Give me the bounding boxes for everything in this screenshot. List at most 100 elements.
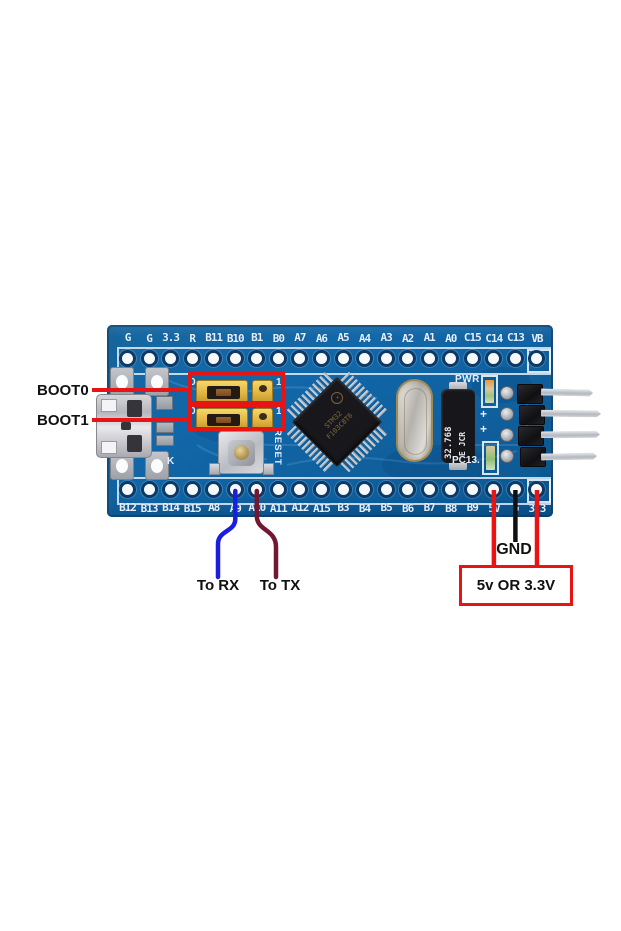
pin-hole-top-C13 (506, 350, 524, 367)
reset-button (218, 431, 264, 474)
pin-hole-top-A2 (399, 350, 417, 367)
pin-hole-bottom-B7 (420, 481, 438, 498)
pin-hole-bottom-B12 (119, 481, 136, 498)
pin-label-top-B1: B1 (251, 331, 263, 344)
pin-label-bottom-B6: B6 (402, 502, 414, 515)
pin-hole-bottom-G (506, 481, 524, 498)
boot1-jumper-0-label: 0 (190, 406, 196, 417)
pin-hole-bottom-B15 (183, 481, 201, 498)
power-choice-label: 5v OR 3.3V (476, 577, 556, 594)
pin-hole-bottom-A12 (291, 481, 309, 498)
swd-header-pad (500, 386, 514, 400)
gnd-label: GND (496, 541, 532, 558)
pin-hole-top-A4 (356, 350, 374, 367)
reset-button-leg (263, 463, 274, 475)
swd-header-housing (518, 426, 544, 446)
power-choice-box: 5v OR 3.3V (459, 565, 573, 606)
swd-header-pin (541, 410, 601, 418)
pin-label-bottom-B13: B13 (140, 502, 159, 515)
boot0-jumper-1-label: 1 (276, 377, 282, 388)
rtc-crystal-marking-1: 32.768 (444, 426, 454, 459)
pin-label-bottom-B5: B5 (380, 501, 392, 514)
rtc-crystal-tab (449, 382, 467, 391)
swd-header-pin (541, 453, 597, 461)
pin-hole-bottom-B13 (140, 481, 158, 498)
pin-hole-top-A3 (377, 350, 395, 367)
pin-label-top-A1: A1 (423, 331, 436, 344)
pin-hole-top-A7 (291, 350, 309, 367)
pin-hole-bottom-A11 (269, 481, 287, 498)
hse-crystal-8mhz (396, 379, 433, 462)
pin-hole-bottom-B9 (463, 481, 481, 498)
pin-hole-top-C14 (485, 350, 503, 367)
pin-hole-top-VB (528, 350, 546, 367)
silkscreen-k-label: K (167, 456, 175, 467)
pin-hole-bottom-B3 (334, 481, 352, 498)
micro-usb-connector (96, 394, 152, 458)
boot0-jumper-0-label: 0 (190, 377, 196, 388)
pin-hole-top-G (140, 350, 158, 367)
pin-hole-top-B11 (205, 350, 223, 367)
silkscreen-pwr-label: PWR (455, 374, 480, 385)
pin-label-bottom-A15: A15 (313, 502, 331, 515)
silkscreen-pc13-label: PC13. (452, 455, 480, 466)
boot1-highlight-box (188, 403, 285, 431)
pin-label-top-VB: VB (531, 332, 543, 345)
pin-label-bottom-B9: B9 (466, 501, 479, 514)
pin-hole-top-A5 (334, 350, 352, 367)
pin-label-top-3.3: 3.3 (162, 331, 180, 344)
pin-label-bottom-A12: A12 (291, 501, 309, 514)
rtc-crystal-32768 (441, 389, 475, 463)
pin-hole-bottom-B8 (442, 481, 460, 498)
pin-hole-top-B0 (269, 350, 287, 367)
rtc-crystal-tab (449, 461, 467, 470)
pin-label-top-A4: A4 (358, 332, 371, 345)
pin-label-top-R: R (189, 332, 196, 345)
pin-hole-bottom-B6 (399, 481, 417, 498)
pin-label-bottom-B14: B14 (162, 501, 180, 514)
pin-hole-bottom-A15 (312, 481, 330, 498)
pin-hole-bottom-B5 (377, 481, 395, 498)
boot0-highlight-box (188, 371, 285, 405)
pin-label-top-G: G (124, 331, 132, 344)
reset-button-leg (209, 463, 220, 475)
pin-hole-top-B1 (248, 350, 266, 367)
rtc-crystal-marking-2: E JCR (458, 431, 467, 456)
pin-label-top-A7: A7 (294, 331, 306, 344)
swd-header-pad (500, 428, 514, 442)
pin-hole-top-R (183, 350, 201, 367)
swd-header-pin (541, 388, 593, 396)
pin-label-bottom-B3: B3 (337, 501, 349, 514)
smd-pad (156, 396, 173, 410)
pin-label-top-G: G (146, 332, 153, 345)
pin-label-top-A2: A2 (402, 332, 414, 345)
boot1-jumper-block (196, 408, 248, 430)
pin-label-bottom-B4: B4 (358, 502, 371, 515)
pin-label-top-B0: B0 (272, 332, 285, 345)
pin-hole-top-B10 (226, 350, 244, 367)
pin-hole-top-A1 (420, 350, 438, 367)
boot0-leader-line (92, 388, 190, 392)
pin-label-top-C15: C15 (463, 331, 482, 344)
pin-label-bottom-B15: B15 (183, 502, 202, 515)
pin-label-top-A0: A0 (445, 332, 457, 345)
pin-label-top-B10: B10 (226, 332, 245, 345)
pin-hole-bottom-A9 (226, 481, 244, 498)
pin-label-bottom-B7: B7 (423, 501, 436, 514)
boot1-jumper-1-label: 1 (276, 406, 282, 417)
pin-hole-top-G (119, 350, 136, 367)
silkscreen-plus: + (480, 407, 488, 421)
swd-header-pad (500, 449, 514, 463)
boot0-label: BOOT0 (37, 382, 89, 399)
to-tx-label: To TX (259, 577, 301, 594)
swd-header-pad (500, 407, 514, 421)
pin-hole-top-A6 (312, 350, 330, 367)
swd-header-pin (541, 431, 600, 438)
pin-hole-top-3.3 (162, 350, 180, 367)
pin-label-top-B11: B11 (205, 331, 223, 344)
pin-label-top-A3: A3 (380, 331, 392, 344)
silkscreen-plus: + (480, 422, 488, 436)
pin-hole-bottom-B4 (356, 481, 374, 498)
smd-pad (156, 435, 174, 446)
